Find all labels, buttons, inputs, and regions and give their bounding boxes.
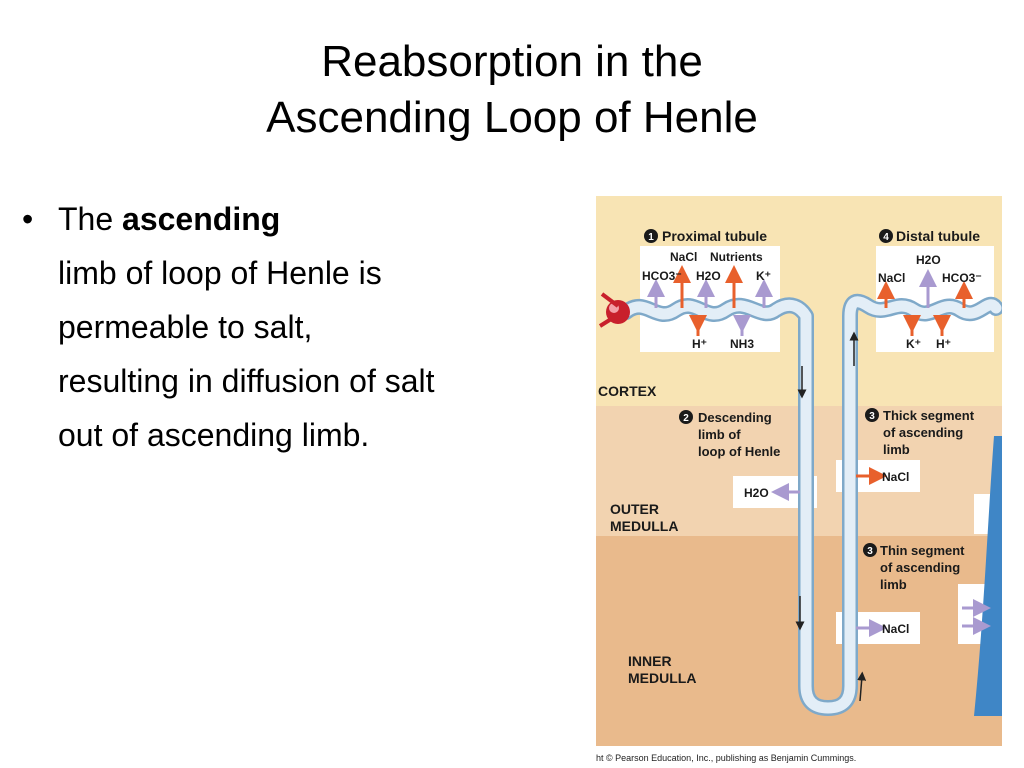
label-thick-1: Thick segment xyxy=(883,408,975,423)
badge-2-num: 2 xyxy=(683,413,689,424)
solute-dist-k: K⁺ xyxy=(906,337,921,351)
solute-prox-nutrients: Nutrients xyxy=(710,250,763,264)
title-line-1: Reabsorption in the xyxy=(321,37,703,86)
label-distal-tubule: Distal tubule xyxy=(896,228,980,244)
bullet-line-3: permeable to salt, xyxy=(58,309,313,345)
solute-desc-h2o: H2O xyxy=(744,486,769,500)
badge-3a-num: 3 xyxy=(869,411,875,422)
bullet-line-2: limb of loop of Henle is xyxy=(58,255,382,291)
badge-3a xyxy=(865,408,879,422)
badge-1 xyxy=(644,229,658,243)
badge-3b-num: 3 xyxy=(867,546,873,557)
solute-thick-nacl: NaCl xyxy=(882,470,909,484)
collecting-duct xyxy=(974,436,1002,716)
figure-credit: ht © Pearson Education, Inc., publishing… xyxy=(596,753,856,763)
slide-title: Reabsorption in the Ascending Loop of He… xyxy=(0,34,1024,146)
bullet-line-5: out of ascending limb. xyxy=(58,417,370,453)
nephron-figure: 1 4 2 3 3 Proximal tubule Distal tubule … xyxy=(596,196,1002,768)
bullet-line-1: The ascending xyxy=(58,192,578,246)
solute-dist-nacl: NaCl xyxy=(878,271,905,285)
solute-dist-hco3: HCO3⁻ xyxy=(942,271,982,285)
label-inner-medulla-2: MEDULLA xyxy=(628,670,696,686)
label-descending-2: limb of xyxy=(698,427,741,442)
label-thin-1: Thin segment xyxy=(880,543,965,558)
label-thin-2: of ascending xyxy=(880,560,960,575)
solute-dist-h: H⁺ xyxy=(936,337,951,351)
label-thin-3: limb xyxy=(880,577,907,592)
bullet-marker: • xyxy=(22,201,34,237)
label-descending-3: loop of Henle xyxy=(698,444,780,459)
glomerulus-icon xyxy=(598,292,630,328)
badge-3b xyxy=(863,543,877,557)
label-proximal-tubule: Proximal tubule xyxy=(662,228,767,244)
proximal-box xyxy=(640,246,780,352)
label-descending-1: Descending xyxy=(698,410,772,425)
badge-1-num: 1 xyxy=(648,232,654,243)
solute-prox-nacl: NaCl xyxy=(670,250,697,264)
flow-arrow-asc-2 xyxy=(857,671,867,702)
credit-band xyxy=(596,746,1002,768)
label-thick-3: limb xyxy=(883,442,910,457)
label-outer-medulla-2: MEDULLA xyxy=(610,518,678,534)
label-thick-2: of ascending xyxy=(883,425,963,440)
badge-4 xyxy=(879,229,893,243)
solute-prox-h: H⁺ xyxy=(692,337,707,351)
badge-4-num: 4 xyxy=(883,232,889,243)
bullet-bold-word: ascending xyxy=(122,201,281,237)
label-inner-medulla-1: INNER xyxy=(628,653,672,669)
solute-prox-hco3: HCO3⁻ xyxy=(642,269,682,283)
nephron-diagram: 1 4 2 3 3 Proximal tubule Distal tubule … xyxy=(596,196,1002,768)
label-outer-medulla-1: OUTER xyxy=(610,501,659,517)
solute-prox-h2o: H2O xyxy=(696,269,721,283)
solute-prox-k: K⁺ xyxy=(756,269,771,283)
label-cortex: CORTEX xyxy=(598,383,657,399)
bullet-line-4: resulting in diffusion of salt xyxy=(58,363,435,399)
tubule-lumen xyxy=(620,296,1002,714)
solute-thin-nacl: NaCl xyxy=(882,622,909,636)
bullet-text: The ascending limb of loop of Henle is p… xyxy=(58,192,578,462)
solute-prox-nh3: NH3 xyxy=(730,337,754,351)
solute-dist-h2o: H2O xyxy=(916,253,941,267)
title-line-2: Ascending Loop of Henle xyxy=(266,93,758,142)
badge-2 xyxy=(679,410,693,424)
bullet-prefix: The xyxy=(58,201,123,237)
